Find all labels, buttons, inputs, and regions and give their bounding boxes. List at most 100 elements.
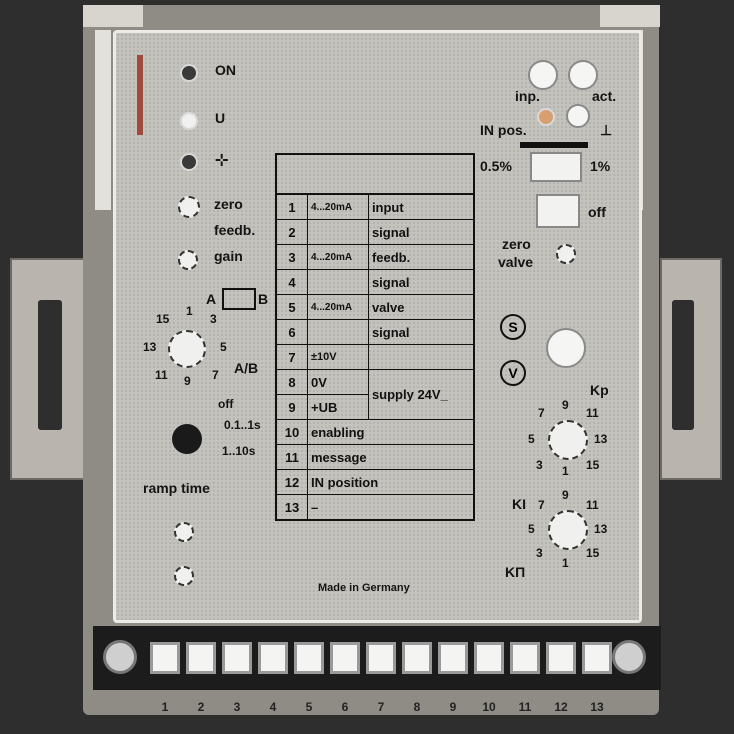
row-num: 5 [275,294,308,320]
act-label: act. [592,88,617,104]
row-num: 6 [275,319,308,345]
ramp-up-pot[interactable] [174,522,194,542]
ab-b-label: B [258,291,269,307]
terminal-number: 10 [482,700,496,714]
terminal-slot[interactable] [438,642,468,674]
row-label: feedb. [367,244,475,270]
ramp-time-label: ramp time [143,480,210,496]
terminal-slot[interactable] [186,642,216,674]
pct-05-label: 0.5% [480,158,512,174]
led-on-label: ON [215,62,236,78]
ramp-down-pot[interactable] [174,566,194,586]
row-num: 13 [275,494,308,521]
terminal-slot[interactable] [510,642,540,674]
ramp-selector-knob[interactable] [172,424,202,454]
terminal-slot[interactable] [582,642,612,674]
row-num: 10 [275,419,308,445]
terminal-number: 11 [518,700,532,714]
row-label: valve [367,294,475,320]
kp-3: 3 [536,458,543,472]
ki-dial[interactable] [548,510,588,550]
ki-13: 13 [594,522,608,536]
ki-5: 5 [528,522,535,536]
ab-a-label: A [206,291,217,307]
dial-left-7: 7 [212,368,219,382]
terminal-number: 13 [590,700,604,714]
dial-left-11: 11 [155,368,168,382]
kp-1: 1 [562,464,569,478]
ground-symbol: ⊥ [600,122,613,138]
terminal-number: 2 [197,700,205,714]
ki-9: 9 [562,488,569,502]
ramp-range2-label: 1..10s [222,444,256,458]
ab-switch[interactable] [222,288,256,310]
terminal-slot[interactable] [546,642,576,674]
row-label: +UB [307,394,369,420]
ki-15: 15 [586,546,600,560]
v-label: V [508,365,518,381]
row-label: IN position [307,469,475,495]
din-rail-left-slot [38,300,62,430]
ki-7: 7 [538,498,545,512]
zero-valve-pot[interactable] [556,244,576,264]
ab-selector-dial[interactable] [168,330,206,368]
terminal-number: 9 [449,700,457,714]
dial-left-3: 3 [210,312,217,326]
terminal-slot[interactable] [222,642,252,674]
kp-dial[interactable] [548,420,588,460]
dial-left-13: 13 [143,340,157,354]
kp-15: 15 [586,458,600,472]
row-num: 4 [275,269,308,295]
feedb-label: feedb. [214,222,256,238]
s-label: S [508,319,518,335]
led-in-pos-right [566,104,590,128]
dial-left-1: 1 [186,304,193,318]
terminal-number: 12 [554,700,568,714]
housing-clip-right [600,5,660,27]
zero-valve-switch[interactable] [536,194,580,228]
gain-pot[interactable] [178,250,198,270]
terminal-slot[interactable] [474,642,504,674]
dial-left-5: 5 [220,340,227,354]
s-indicator: S [500,314,526,340]
ki-3: 3 [536,546,543,560]
off-label: off [588,204,606,220]
terminal-slot[interactable] [258,642,288,674]
led-in-pos [537,108,555,126]
terminal-slot[interactable] [402,642,432,674]
led-fault [180,153,198,171]
led-on [180,64,198,82]
led-u-label: U [215,110,226,126]
tolerance-switch[interactable] [530,152,582,182]
ki-label: KI [512,496,526,512]
s-pot[interactable] [546,328,586,368]
screw-right [612,640,646,674]
terminal-number: 5 [305,700,313,714]
zero-valve-zero-label: zero [502,236,531,252]
ki-1: 1 [562,556,569,570]
terminal-slot[interactable] [366,642,396,674]
in-pos-bar [520,142,588,148]
row-num: 1 [275,193,308,220]
table-row: 13– [275,494,475,521]
kp-label: Kp [590,382,609,398]
terminal-slot[interactable] [150,642,180,674]
kp-13: 13 [594,432,608,446]
zero-valve-valve-label: valve [498,254,534,270]
kp-5: 5 [528,432,535,446]
dial-left-15: 15 [156,312,170,326]
terminal-number: 1 [161,700,169,714]
ki-11: 11 [586,498,599,512]
terminal-slot[interactable] [330,642,360,674]
table-row: 7±10V [275,344,475,370]
row-label: – [307,494,475,521]
kp-11: 11 [586,406,599,420]
zero-pot[interactable] [178,196,200,218]
housing-side-left [95,30,111,210]
terminal-number: 4 [269,700,277,714]
terminal-slot[interactable] [294,642,324,674]
